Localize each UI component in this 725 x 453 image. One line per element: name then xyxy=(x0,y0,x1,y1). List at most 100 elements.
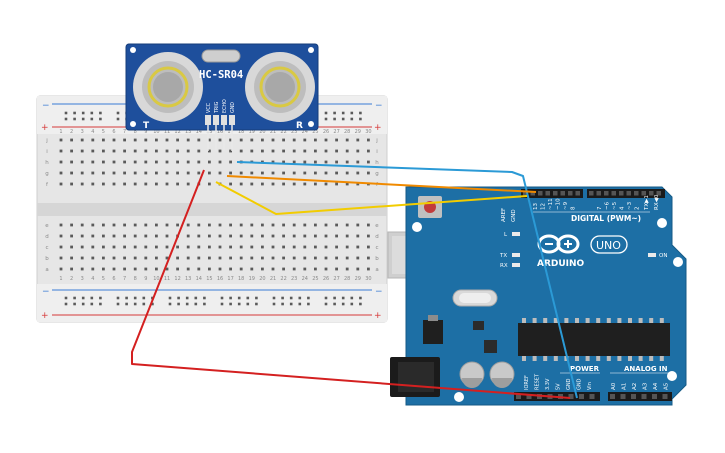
rail-hole[interactable] xyxy=(142,302,146,306)
breadboard-hole[interactable] xyxy=(282,160,285,164)
breadboard-hole[interactable] xyxy=(345,234,349,238)
breadboard-hole[interactable] xyxy=(261,182,264,186)
breadboard-hole[interactable] xyxy=(303,160,307,164)
breadboard-hole[interactable] xyxy=(314,160,317,164)
breadboard-hole[interactable] xyxy=(155,234,158,238)
rail-hole[interactable] xyxy=(73,117,76,121)
breadboard-hole[interactable] xyxy=(197,149,201,153)
breadboard-hole[interactable] xyxy=(112,223,116,227)
breadboard-hole[interactable] xyxy=(303,223,307,227)
breadboard-hole[interactable] xyxy=(133,245,137,249)
breadboard-hole[interactable] xyxy=(91,182,95,186)
rail-hole[interactable] xyxy=(324,111,328,115)
breadboard-hole[interactable] xyxy=(165,171,169,175)
breadboard-hole[interactable] xyxy=(102,138,105,142)
breadboard-hole[interactable] xyxy=(282,223,285,227)
rail-hole[interactable] xyxy=(255,296,258,300)
rail-hole[interactable] xyxy=(142,296,146,300)
rail-hole[interactable] xyxy=(272,302,276,306)
breadboard-hole[interactable] xyxy=(112,267,116,271)
rail-hole[interactable] xyxy=(341,111,345,115)
rail-hole[interactable] xyxy=(229,296,232,300)
rail-hole[interactable] xyxy=(133,296,137,300)
breadboard-hole[interactable] xyxy=(345,256,349,260)
breadboard-hole[interactable] xyxy=(324,138,328,142)
rail-hole[interactable] xyxy=(341,117,345,121)
breadboard-hole[interactable] xyxy=(324,256,328,260)
breadboard-hole[interactable] xyxy=(282,234,285,238)
rail-hole[interactable] xyxy=(133,302,137,306)
breadboard-hole[interactable] xyxy=(155,160,158,164)
breadboard-hole[interactable] xyxy=(176,160,179,164)
breadboard-hole[interactable] xyxy=(314,138,317,142)
breadboard-hole[interactable] xyxy=(250,182,254,186)
breadboard-hole[interactable] xyxy=(303,182,307,186)
breadboard-hole[interactable] xyxy=(314,267,317,271)
breadboard-hole[interactable] xyxy=(314,149,317,153)
breadboard-hole[interactable] xyxy=(250,138,254,142)
blue-wire[interactable] xyxy=(236,161,578,399)
rail-hole[interactable] xyxy=(116,296,120,300)
breadboard-hole[interactable] xyxy=(123,234,126,238)
breadboard-hole[interactable] xyxy=(197,234,201,238)
rail-hole[interactable] xyxy=(73,111,76,115)
breadboard-hole[interactable] xyxy=(239,138,243,142)
breadboard-hole[interactable] xyxy=(250,234,254,238)
breadboard-hole[interactable] xyxy=(367,160,370,164)
breadboard-hole[interactable] xyxy=(271,245,275,249)
header-socket[interactable] xyxy=(589,394,595,399)
breadboard-hole[interactable] xyxy=(367,267,370,271)
breadboard-hole[interactable] xyxy=(80,182,84,186)
rail-hole[interactable] xyxy=(220,302,224,306)
breadboard-hole[interactable] xyxy=(102,267,105,271)
rail-hole[interactable] xyxy=(220,296,224,300)
breadboard-hole[interactable] xyxy=(314,171,317,175)
breadboard-hole[interactable] xyxy=(133,171,137,175)
breadboard-hole[interactable] xyxy=(186,182,190,186)
breadboard-hole[interactable] xyxy=(218,138,222,142)
breadboard-hole[interactable] xyxy=(91,160,95,164)
breadboard-hole[interactable] xyxy=(186,245,190,249)
header-socket[interactable] xyxy=(634,191,639,196)
breadboard-hole[interactable] xyxy=(282,267,285,271)
breadboard-hole[interactable] xyxy=(186,149,190,153)
breadboard-hole[interactable] xyxy=(239,256,243,260)
rail-hole[interactable] xyxy=(99,302,102,306)
rail-hole[interactable] xyxy=(341,296,345,300)
breadboard-hole[interactable] xyxy=(80,149,84,153)
rail-hole[interactable] xyxy=(281,302,284,306)
rail-hole[interactable] xyxy=(237,302,241,306)
breadboard-hole[interactable] xyxy=(324,234,328,238)
rail-hole[interactable] xyxy=(177,296,180,300)
breadboard-hole[interactable] xyxy=(356,245,360,249)
rail-hole[interactable] xyxy=(81,296,85,300)
breadboard-hole[interactable] xyxy=(123,223,126,227)
breadboard-hole[interactable] xyxy=(197,267,201,271)
rail-hole[interactable] xyxy=(203,296,206,300)
rail-hole[interactable] xyxy=(350,117,354,121)
rail-hole[interactable] xyxy=(272,296,276,300)
breadboard-hole[interactable] xyxy=(367,171,370,175)
header-socket[interactable] xyxy=(553,191,558,196)
breadboard-hole[interactable] xyxy=(229,245,232,249)
breadboard-hole[interactable] xyxy=(165,149,169,153)
breadboard-hole[interactable] xyxy=(250,245,254,249)
breadboard-hole[interactable] xyxy=(314,182,317,186)
breadboard-hole[interactable] xyxy=(324,182,328,186)
rail-hole[interactable] xyxy=(81,117,85,121)
header-socket[interactable] xyxy=(579,394,584,399)
breadboard-hole[interactable] xyxy=(271,160,275,164)
breadboard-hole[interactable] xyxy=(282,171,285,175)
breadboard-hole[interactable] xyxy=(208,160,211,164)
rail-hole[interactable] xyxy=(333,302,336,306)
breadboard-hole[interactable] xyxy=(91,267,95,271)
breadboard-hole[interactable] xyxy=(186,160,190,164)
breadboard-hole[interactable] xyxy=(367,234,370,238)
rail-hole[interactable] xyxy=(341,302,345,306)
breadboard-hole[interactable] xyxy=(356,256,360,260)
breadboard-hole[interactable] xyxy=(208,182,211,186)
breadboard-hole[interactable] xyxy=(165,234,169,238)
breadboard-hole[interactable] xyxy=(91,245,95,249)
rail-hole[interactable] xyxy=(116,111,120,115)
rail-hole[interactable] xyxy=(359,296,362,300)
